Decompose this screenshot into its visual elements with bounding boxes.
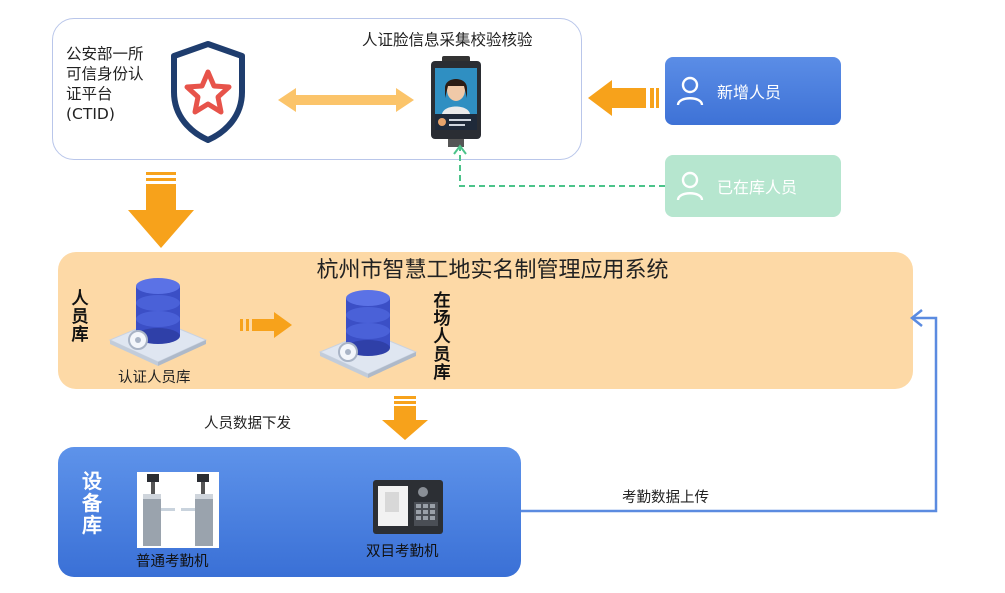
onsite-db-vertical-label: 在场人员库 bbox=[433, 291, 451, 383]
upload-return-arrow bbox=[518, 309, 938, 513]
turnstile-gate-icon bbox=[137, 472, 219, 548]
shield-star-icon bbox=[171, 41, 245, 143]
right-arrow-icon bbox=[240, 312, 292, 338]
system-panel bbox=[58, 252, 913, 389]
person-db-vertical-label: 人员库 bbox=[71, 289, 89, 345]
device-panel bbox=[58, 447, 521, 577]
existing-person-label: 已在库人员 bbox=[717, 178, 798, 197]
new-person-button[interactable]: 新增人员 bbox=[665, 57, 841, 125]
binocular-attendance-label: 双目考勤机 bbox=[366, 544, 439, 560]
face-terminal-icon bbox=[431, 56, 481, 147]
user-icon bbox=[676, 76, 704, 106]
certified-database-icon bbox=[108, 278, 208, 366]
attendance-upload-label: 考勤数据上传 bbox=[622, 490, 709, 506]
down-arrow-small-icon bbox=[382, 396, 428, 440]
data-dispatch-label: 人员数据下发 bbox=[204, 416, 291, 432]
device-db-vertical-label: 设备库 bbox=[82, 469, 102, 537]
ctid-platform-label: 公安部一所 可信身份认 证平台 (CTID) bbox=[66, 45, 144, 123]
left-arrow-icon bbox=[588, 80, 659, 116]
existing-person-button[interactable]: 已在库人员 bbox=[665, 155, 841, 217]
dashed-connector-arrow bbox=[453, 144, 665, 187]
gate-attendance-label: 普通考勤机 bbox=[136, 554, 209, 570]
bidirectional-arrow-icon bbox=[278, 88, 414, 112]
ctid-verification-panel bbox=[52, 18, 582, 160]
down-arrow-icon bbox=[128, 172, 194, 248]
new-person-label: 新增人员 bbox=[717, 83, 782, 102]
user-icon bbox=[676, 171, 704, 201]
binocular-attendance-icon bbox=[373, 480, 443, 534]
face-verification-title: 人证脸信息采集校验核验 bbox=[362, 31, 533, 49]
system-title: 杭州市智慧工地实名制管理应用系统 bbox=[316, 258, 669, 283]
onsite-database-icon bbox=[318, 290, 418, 378]
certified-db-label: 认证人员库 bbox=[118, 370, 191, 386]
